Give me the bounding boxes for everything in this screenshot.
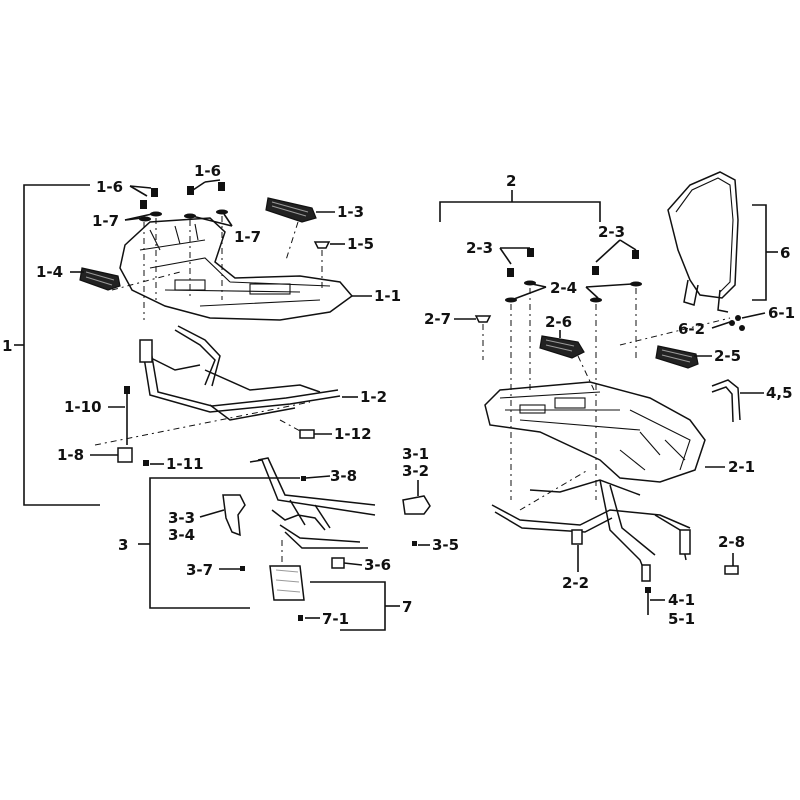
label-5-1: 5-1 (668, 610, 695, 628)
label-1-8: 1-8 (57, 446, 84, 464)
label-6-1: 6-1 (768, 304, 795, 322)
label-1: 1 (2, 337, 12, 355)
label-1-5: 1-5 (347, 235, 374, 253)
label-1-6-right: 1-6 (194, 162, 221, 180)
label-2-7: 2-7 (424, 310, 451, 328)
label-2-8: 2-8 (718, 533, 745, 551)
group-2-rear-rack: 2 2-3 2-3 2-4 2-7 2-6 2-5 4,5 2-1 2-8 2-… (424, 171, 795, 628)
bolt-2-8 (724, 565, 739, 575)
label-1-2: 1-2 (360, 388, 387, 406)
label-1-7-right: 1-7 (234, 228, 261, 246)
label-3-1: 3-1 (402, 445, 429, 463)
bolt-1-5 (313, 241, 331, 290)
bolt-2-7 (474, 315, 492, 323)
bolts-2-3 (505, 248, 642, 500)
label-1-6-left: 1-6 (96, 178, 123, 196)
label-1-4: 1-4 (36, 263, 63, 281)
frame-2-2 (491, 479, 691, 582)
label-4-5: 4,5 (766, 384, 793, 402)
label-2: 2 (506, 172, 516, 190)
bolts-1-6 (139, 182, 228, 320)
label-7: 7 (402, 598, 412, 616)
clamp-3-6 (331, 557, 345, 569)
pad-1-3 (265, 197, 317, 223)
label-3-3: 3-3 (168, 509, 195, 527)
label-6-2: 6-2 (678, 320, 705, 338)
end-cap-3-1 (402, 495, 431, 515)
label-7-1: 7-1 (322, 610, 349, 628)
pad-2-5 (655, 345, 699, 369)
label-2-3-right: 2-3 (598, 223, 625, 241)
label-1-11: 1-11 (166, 455, 204, 473)
pad-1-4 (79, 267, 121, 291)
label-1-10: 1-10 (64, 398, 102, 416)
fasteners-1-8-1-10-1-11-1-12 (94, 386, 315, 466)
label-3-4: 3-4 (168, 526, 195, 544)
pad-2-6 (539, 335, 585, 359)
label-2-3-left: 2-3 (466, 239, 493, 257)
label-2-2: 2-2 (562, 574, 589, 592)
label-2-5: 2-5 (714, 347, 741, 365)
grab-handle-4-5 (711, 379, 741, 423)
label-6: 6 (780, 244, 790, 262)
label-1-7-left: 1-7 (92, 212, 119, 230)
frame-1-2 (139, 325, 341, 421)
label-4-1: 4-1 (668, 591, 695, 609)
label-1-3: 1-3 (337, 203, 364, 221)
label-2-1: 2-1 (728, 458, 755, 476)
label-1-1: 1-1 (374, 287, 401, 305)
label-3-5: 3-5 (432, 536, 459, 554)
rack-body-2-1 (484, 381, 706, 483)
backrest-6 (667, 171, 745, 331)
label-2-6: 2-6 (545, 313, 572, 331)
label-3-6: 3-6 (364, 556, 391, 574)
label-3-8: 3-8 (330, 467, 357, 485)
group-1-front-rack: 1 1-6 1-7 1-6 1-7 1-3 1-5 1-4 1-1 1-2 1-… (2, 162, 401, 506)
label-3: 3 (118, 536, 128, 554)
label-3-7: 3-7 (186, 561, 213, 579)
label-1-12: 1-12 (334, 425, 372, 443)
label-2-4: 2-4 (550, 279, 577, 297)
skid-plate-7 (269, 540, 305, 621)
group-3-front-bumper: 3 3-8 3-1 3-2 3-3 3-4 3-5 3-7 3-6 7 7-1 (118, 445, 459, 631)
bumper-tube-3 (249, 457, 376, 549)
guard-plate-3-3 (222, 494, 246, 537)
leaders-group-1 (70, 179, 372, 465)
label-3-2: 3-2 (402, 462, 429, 480)
